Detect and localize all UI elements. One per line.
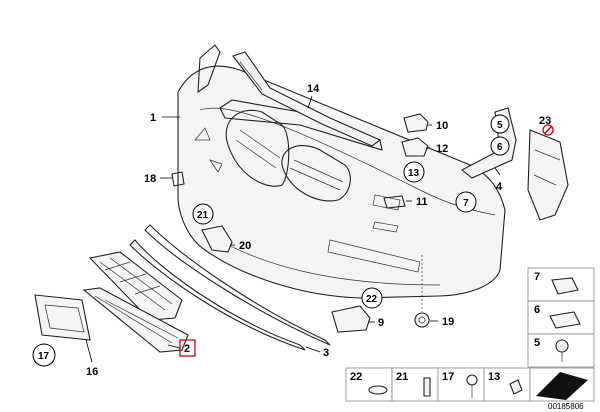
callout-16: 16 <box>86 366 98 378</box>
callout-23: 23 <box>539 115 551 127</box>
license-plate-holder[interactable] <box>34 294 91 341</box>
side-panel-part-5[interactable]: 5 <box>527 333 595 368</box>
side-panel-part-6[interactable]: 6 <box>527 300 595 335</box>
molding-strip-part-2[interactable] <box>129 239 306 351</box>
svg-text:22: 22 <box>366 294 378 305</box>
callout-19: 19 <box>442 316 454 328</box>
diagram-code: 00185806 <box>548 402 584 411</box>
bottom-panel-part-17[interactable]: 17 <box>437 367 485 402</box>
callout-9: 9 <box>378 317 384 329</box>
callout-3: 3 <box>323 347 329 359</box>
svg-text:17: 17 <box>38 351 50 362</box>
bracket-part-20[interactable] <box>201 225 233 253</box>
trim-strip-part-14[interactable] <box>232 51 382 147</box>
svg-text:13: 13 <box>488 371 500 383</box>
clip-part-18[interactable] <box>171 171 185 187</box>
svg-text:5: 5 <box>534 337 540 349</box>
svg-text:6: 6 <box>534 304 540 316</box>
bracket-part-10[interactable] <box>403 113 429 133</box>
svg-text:5: 5 <box>497 120 503 131</box>
circled-callout-21: 21 <box>192 203 214 225</box>
callout-2-highlighted[interactable]: 2 <box>179 339 196 357</box>
callout-18: 18 <box>144 173 156 185</box>
molding-strip-part-3[interactable] <box>144 224 331 346</box>
svg-text:22: 22 <box>350 371 362 383</box>
svg-text:21: 21 <box>396 371 408 383</box>
bottom-panel-part-13[interactable]: 13 <box>483 367 531 402</box>
callout-1: 1 <box>150 112 156 124</box>
callout-11: 11 <box>416 196 428 208</box>
air-duct-part-23[interactable] <box>527 129 569 221</box>
bracket-part-12[interactable] <box>401 137 429 157</box>
callout-20: 20 <box>239 240 251 252</box>
upper-carrier-strip[interactable] <box>219 99 383 151</box>
prohibited-icon <box>542 124 554 136</box>
leader-lines <box>85 95 501 363</box>
svg-text:7: 7 <box>534 271 540 283</box>
circled-callout-22: 22 <box>361 287 383 309</box>
svg-text:7: 7 <box>463 198 469 209</box>
side-panel-part-7[interactable]: 7 <box>527 267 595 302</box>
callout-14: 14 <box>307 83 320 95</box>
callout-4: 4 <box>496 181 503 193</box>
bottom-panel-part-22[interactable]: 22 <box>345 367 393 402</box>
svg-text:13: 13 <box>408 168 420 179</box>
bottom-panel-arrow <box>529 367 595 402</box>
circled-callout-17: 17 <box>32 343 56 367</box>
svg-text:21: 21 <box>197 210 209 221</box>
circled-callout-13: 13 <box>403 161 425 183</box>
cover-part-11[interactable] <box>383 195 406 209</box>
callout-10: 10 <box>436 120 448 132</box>
circled-callout-5: 5 <box>490 114 510 134</box>
circled-callout-6: 6 <box>490 136 510 156</box>
circled-callout-7: 7 <box>455 191 477 213</box>
kidney-grille[interactable] <box>225 109 351 202</box>
left-guide-bracket[interactable] <box>197 44 221 94</box>
svg-text:17: 17 <box>442 371 454 383</box>
grommet-part-19[interactable] <box>414 312 430 328</box>
callout-12: 12 <box>436 143 448 155</box>
svg-text:6: 6 <box>497 142 503 153</box>
tow-hook-cover-part-9[interactable] <box>331 305 371 333</box>
bumper-cover-part[interactable] <box>177 65 506 299</box>
lower-grille-honeycomb[interactable] <box>82 287 189 353</box>
callout-labels: 1 14 10 12 11 4 23 18 20 3 9 19 16 <box>86 83 551 378</box>
svg-text:2: 2 <box>184 343 190 355</box>
bottom-panel-part-21[interactable]: 21 <box>391 367 439 402</box>
